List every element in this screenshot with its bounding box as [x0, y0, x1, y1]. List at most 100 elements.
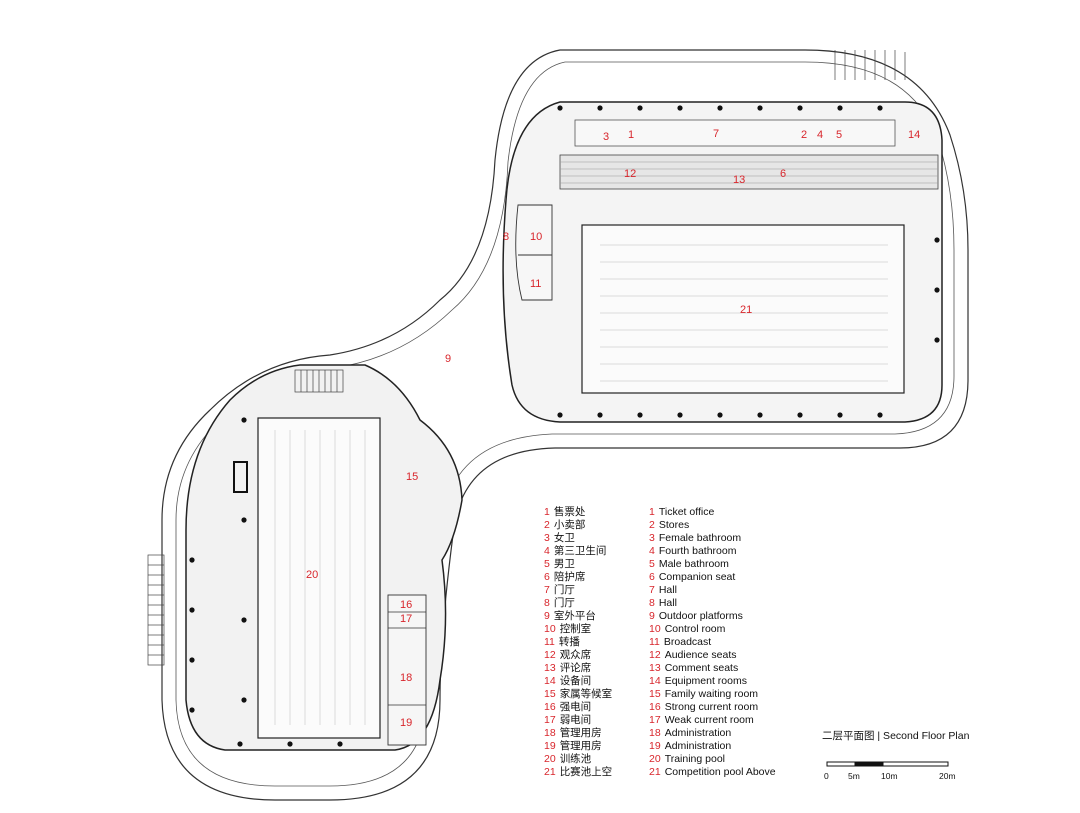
south-service-column [387, 594, 427, 746]
legend-text: Broadcast [663, 636, 712, 648]
legend-number: 14 [649, 675, 661, 687]
legend-text: Control room [664, 623, 726, 635]
legend-text: Comment seats [664, 662, 739, 674]
legend-text: 室外平台 [553, 610, 596, 622]
room-number-16: 16 [400, 599, 412, 611]
core-block [233, 461, 248, 493]
legend-text: 第三卫生间 [553, 545, 607, 557]
legend-number: 21 [544, 766, 556, 778]
legend-number: 2 [544, 519, 550, 531]
legend-text: Hall [658, 584, 677, 596]
legend-text: 小卖部 [553, 519, 586, 531]
legend-number: 19 [649, 740, 661, 752]
legend-number: 3 [544, 532, 550, 544]
legend-text: 比赛池上空 [559, 766, 613, 778]
legend-number: 8 [649, 597, 655, 609]
legend-text: 陪护席 [553, 571, 586, 583]
stairs-northeast [834, 50, 906, 80]
room-number-1: 1 [628, 129, 634, 141]
plan-caption: 二层平面图 | Second Floor Plan [822, 730, 970, 742]
legend-text: Strong current room [664, 701, 759, 713]
legend-text: 男卫 [553, 558, 575, 570]
stands-north [559, 154, 939, 190]
legend-text: Stores [658, 519, 690, 531]
legend-text: Hall [658, 597, 677, 609]
legend-text: Companion seat [658, 571, 736, 583]
west-lobby-rooms [515, 204, 553, 301]
room-number-2: 2 [801, 129, 807, 141]
training-pool-lanes [274, 430, 366, 725]
legend-text: Equipment rooms [664, 675, 747, 687]
room-number-8: 8 [503, 231, 509, 243]
room-number-15: 15 [406, 471, 418, 483]
room-number-11: 11 [530, 278, 541, 290]
legend-text: Ticket office [658, 506, 715, 518]
stairs-southwest [147, 554, 165, 666]
legend-text: 门厅 [553, 584, 575, 596]
legend-number: 11 [544, 636, 555, 648]
legend-number: 10 [544, 623, 556, 635]
legend-number: 19 [544, 740, 556, 752]
legend-number: 6 [649, 571, 655, 583]
legend-text: 弱电间 [559, 714, 592, 726]
legend-text: 强电间 [559, 701, 592, 713]
legend-number: 20 [544, 753, 556, 765]
legend-number: 11 [649, 636, 660, 648]
legend-text: 管理用房 [559, 727, 602, 739]
training-pool [257, 417, 381, 739]
room-number-5: 5 [836, 129, 842, 141]
room-number-3: 3 [603, 131, 609, 143]
legend-number: 9 [544, 610, 550, 622]
legend-number: 12 [544, 649, 556, 661]
legend-number: 1 [544, 506, 550, 518]
legend-number: 2 [649, 519, 655, 531]
structural-columns [189, 105, 940, 747]
scale-label-10m: 10m [881, 771, 898, 781]
room-number-4: 4 [817, 129, 823, 141]
legend-text: 女卫 [553, 532, 575, 544]
legend-text: Family waiting room [664, 688, 759, 700]
legend-text: Administration [664, 740, 732, 752]
legend-number: 5 [649, 558, 655, 570]
legend-number: 13 [649, 662, 661, 674]
site-outline [161, 49, 969, 801]
legend-number: 18 [544, 727, 556, 739]
scale-label-0: 0 [824, 771, 829, 781]
legend-text: Weak current room [664, 714, 754, 726]
competition-pool-lanes [600, 244, 888, 382]
room-number-7: 7 [713, 128, 719, 140]
legend-number: 17 [544, 714, 556, 726]
legend-text: Competition pool Above [664, 766, 776, 778]
legend-text: Outdoor platforms [658, 610, 743, 622]
legend-number: 16 [649, 701, 661, 713]
